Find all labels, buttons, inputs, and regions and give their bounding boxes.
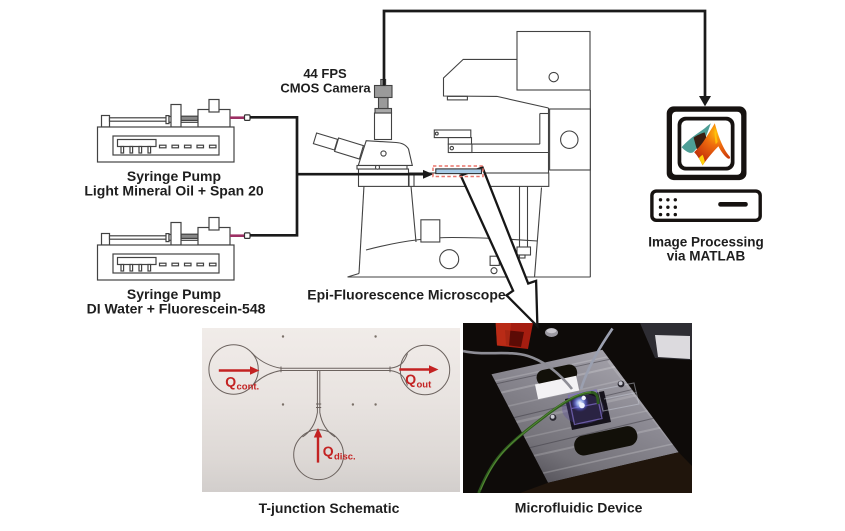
svg-text:Epi-Fluorescence Microscope: Epi-Fluorescence Microscope bbox=[307, 287, 506, 303]
svg-text:DI Water + Fluorescein-548: DI Water + Fluorescein-548 bbox=[87, 301, 266, 317]
svg-text:cont.: cont. bbox=[237, 382, 260, 393]
svg-text:Syringe Pump: Syringe Pump bbox=[127, 168, 221, 184]
svg-text:CMOS Camera: CMOS Camera bbox=[280, 81, 371, 96]
svg-text:Light Mineral Oil + Span 20: Light Mineral Oil + Span 20 bbox=[84, 183, 264, 199]
svg-text:out: out bbox=[417, 379, 433, 390]
svg-text:Q: Q bbox=[323, 443, 334, 459]
svg-text:Q: Q bbox=[405, 371, 416, 387]
svg-text:T-junction Schematic: T-junction Schematic bbox=[259, 500, 400, 516]
svg-text:Syringe Pump: Syringe Pump bbox=[127, 286, 221, 302]
svg-text:Q: Q bbox=[225, 373, 236, 389]
svg-text:Image Processing: Image Processing bbox=[648, 235, 764, 250]
svg-text:disc.: disc. bbox=[334, 451, 356, 462]
svg-text:44 FPS: 44 FPS bbox=[303, 66, 347, 81]
svg-text:Microfluidic Device: Microfluidic Device bbox=[515, 500, 643, 516]
svg-text:via MATLAB: via MATLAB bbox=[667, 249, 746, 264]
